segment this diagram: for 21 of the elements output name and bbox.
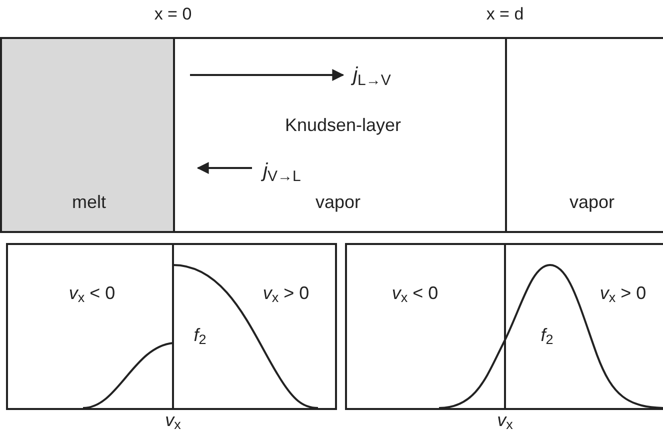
axis-label: v$_{x}$ [497, 411, 513, 429]
melt-region [0, 37, 175, 233]
function-label: f$_{2}$ [194, 326, 206, 344]
axis-label: v$_{x}$ [165, 411, 181, 429]
region-label: vapor [569, 193, 615, 211]
vapor-region [505, 37, 663, 233]
flux-label: j$_{L→V}$ [353, 65, 391, 85]
position-label: x = d [486, 6, 524, 22]
region-label: Knudsen-layer [284, 116, 402, 134]
distribution-plot-panel [345, 243, 663, 410]
region-label: vapor [315, 193, 361, 211]
vapor-region [173, 37, 507, 233]
position-label: x = 0 [154, 6, 192, 22]
function-label: f$_{2}$ [540, 326, 554, 344]
velocity-range-label: v$_{x}$ < 0 [68, 284, 116, 302]
region-label: melt [72, 193, 106, 211]
flux-label: j$_{V→L}$ [263, 161, 301, 181]
velocity-range-label: v$_{x}$ > 0 [600, 284, 646, 302]
velocity-range-label: v$_{x}$ < 0 [392, 284, 438, 302]
velocity-range-label: v$_{x}$ > 0 [262, 284, 310, 302]
distribution-plot-panel [6, 243, 337, 410]
